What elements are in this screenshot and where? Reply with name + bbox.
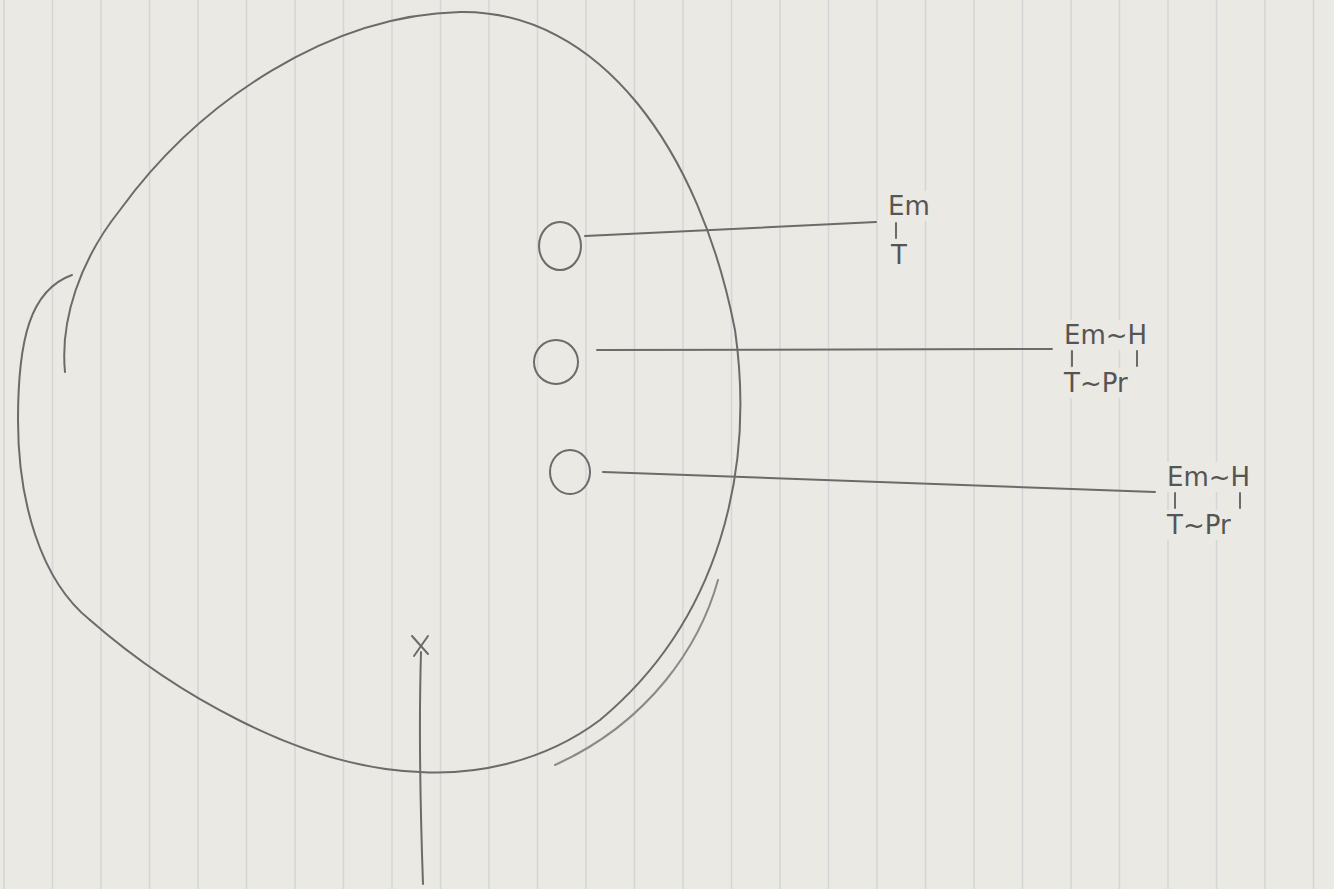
paper-rule [1264,0,1266,889]
paper-rule [52,0,54,889]
side-arc [18,275,90,620]
paper-rule [1022,0,1024,889]
cell-outline [64,12,740,773]
paper-rule [682,0,684,889]
paper-rule [1070,0,1072,889]
inclusion-loop [539,222,581,270]
paper-rule [1167,0,1169,889]
edge-line [555,580,718,765]
paper-rule [973,0,975,889]
paper-rule [779,0,781,889]
inclusion-loop [534,340,578,384]
link-bar [1174,493,1176,508]
annotation-label: T~Pr [1062,368,1130,398]
leader-line [603,472,1155,492]
annotation-label: Em~H [1062,320,1149,350]
paper-rule [440,0,442,889]
paper-rule [585,0,587,889]
paper-rules [4,0,1314,889]
paper-rule [197,0,199,889]
annotation-label: Em~H [1165,462,1252,492]
annotation-label: Em [886,191,932,221]
paper-rule [731,0,733,889]
paper-rule [343,0,345,889]
paper-rule [246,0,248,889]
link-bar [1239,493,1241,508]
inclusion-loop [550,450,590,494]
paper-rule [1216,0,1218,889]
link-bar [1071,351,1073,366]
paper-rule [294,0,296,889]
link-bar [1136,351,1138,366]
paper-rule [828,0,830,889]
leader-line [597,349,1052,350]
paper-rule [634,0,636,889]
link-bar [895,223,897,238]
paper-rule [391,0,393,889]
axis-line [420,652,423,884]
leader-line [585,222,876,236]
annotation-label: T~Pr [1165,510,1233,540]
paper-rule [149,0,151,889]
paper-rule [3,0,5,889]
paper-rule [925,0,927,889]
paper-rule [1313,0,1315,889]
annotation-label: T [889,240,909,270]
paper-rule [537,0,539,889]
paper-rule [488,0,490,889]
paper-rule [876,0,878,889]
paper-rule [100,0,102,889]
paper-rule [1119,0,1121,889]
